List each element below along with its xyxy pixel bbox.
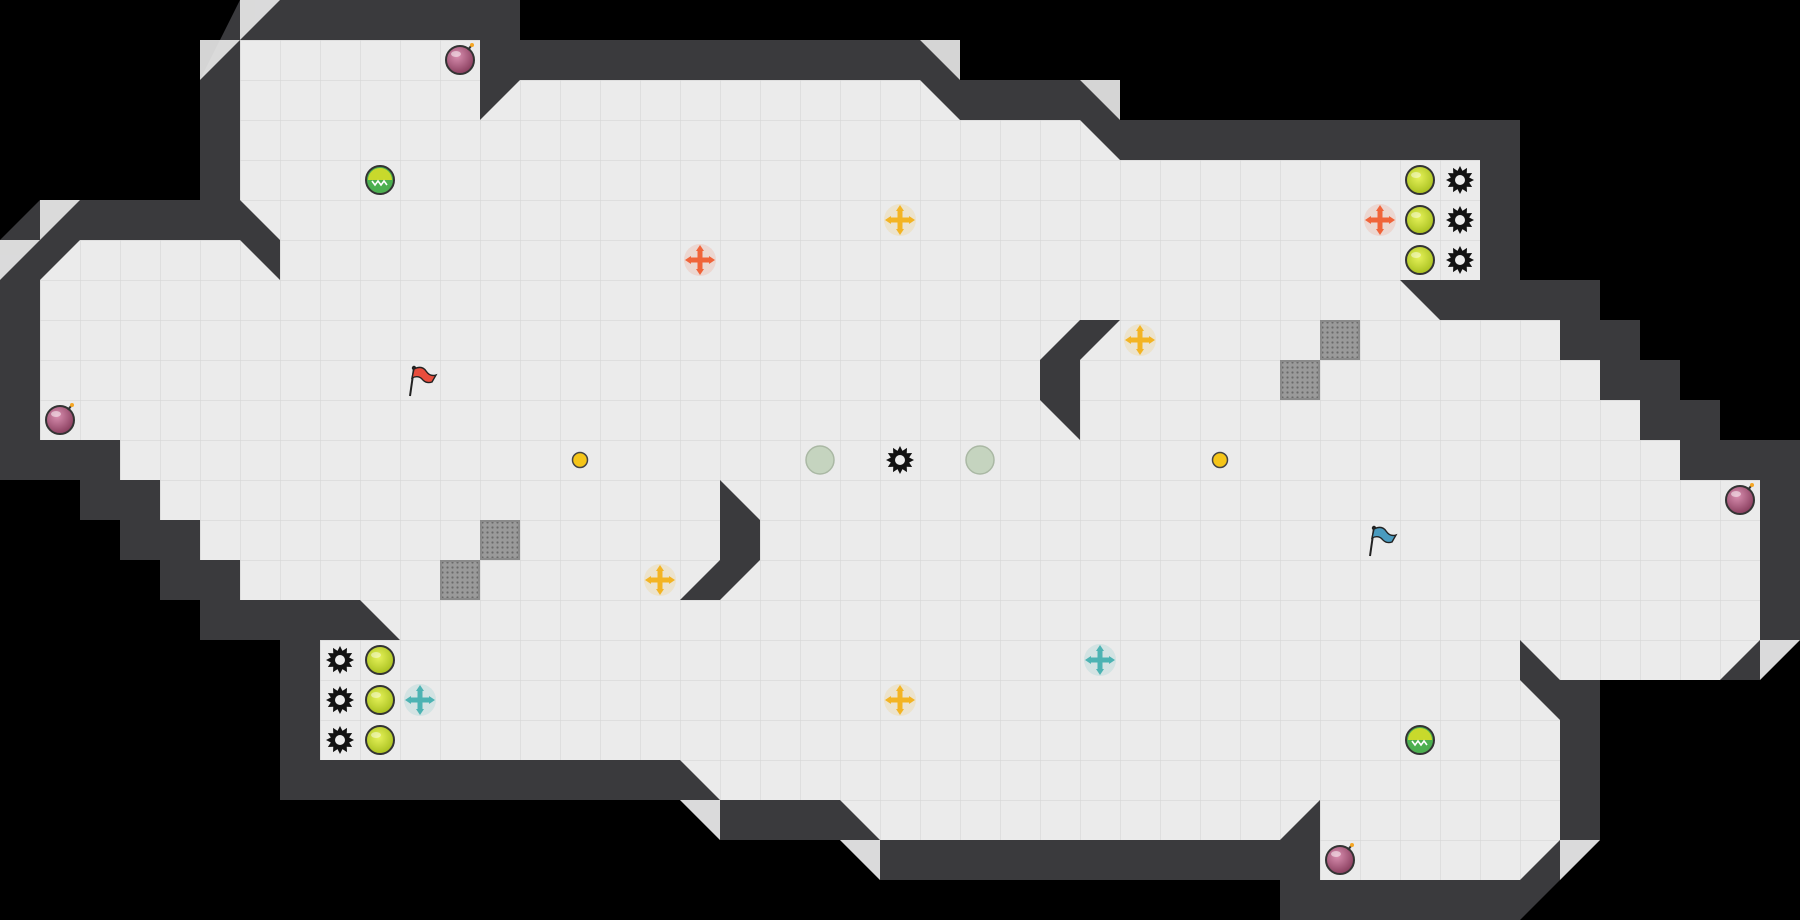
gate-layer	[805, 445, 995, 475]
powerup-icon	[1405, 165, 1435, 195]
vent-layer	[440, 320, 1360, 600]
button-layer	[571, 451, 1229, 469]
spike-layer	[326, 166, 1474, 754]
floor-button	[1211, 451, 1229, 469]
spike-icon	[326, 726, 354, 754]
bomb-layer	[45, 43, 1755, 875]
rolling-bomb-icon	[1405, 725, 1435, 755]
blue-boost-icon	[1084, 644, 1116, 676]
flag-layer	[409, 365, 1398, 557]
spike-icon	[326, 686, 354, 714]
gate-marker	[805, 445, 835, 475]
floor-button	[571, 451, 589, 469]
neutral-boost-icon	[644, 564, 676, 596]
wall-highlights	[0, 0, 1800, 880]
bomb-icon	[445, 43, 475, 75]
red-boost-icon	[684, 244, 716, 276]
powerup-icon	[1405, 245, 1435, 275]
neutral-boost-icon	[884, 204, 916, 236]
blue-boost-icon	[404, 684, 436, 716]
neutral-boost-icon	[1124, 324, 1156, 356]
spike-icon	[886, 446, 914, 474]
spike-icon	[326, 646, 354, 674]
gate-marker	[965, 445, 995, 475]
interior-walls	[212, 196, 1500, 600]
neutral-boost-icon	[884, 684, 916, 716]
rolling-bomb-icon	[365, 165, 395, 195]
red-flag-icon[interactable]	[409, 365, 438, 397]
vent-tile	[1280, 360, 1320, 400]
powerup-icon	[1405, 205, 1435, 235]
bomb-icon	[1725, 483, 1755, 515]
spike-icon	[1446, 166, 1474, 194]
bomb-icon	[45, 403, 75, 435]
powerup-icon	[365, 685, 395, 715]
powerup-icon	[365, 645, 395, 675]
spike-icon	[1446, 246, 1474, 274]
vent-tile	[1320, 320, 1360, 360]
spike-icon	[1446, 206, 1474, 234]
blue-flag-icon[interactable]	[1369, 525, 1398, 557]
red-boost-icon	[1364, 204, 1396, 236]
powerup-icon	[365, 725, 395, 755]
vent-tile	[480, 520, 520, 560]
powerup-layer	[365, 165, 1435, 755]
vent-tile	[440, 560, 480, 600]
bomb-icon	[1325, 843, 1355, 875]
boost-layer	[404, 204, 1396, 716]
